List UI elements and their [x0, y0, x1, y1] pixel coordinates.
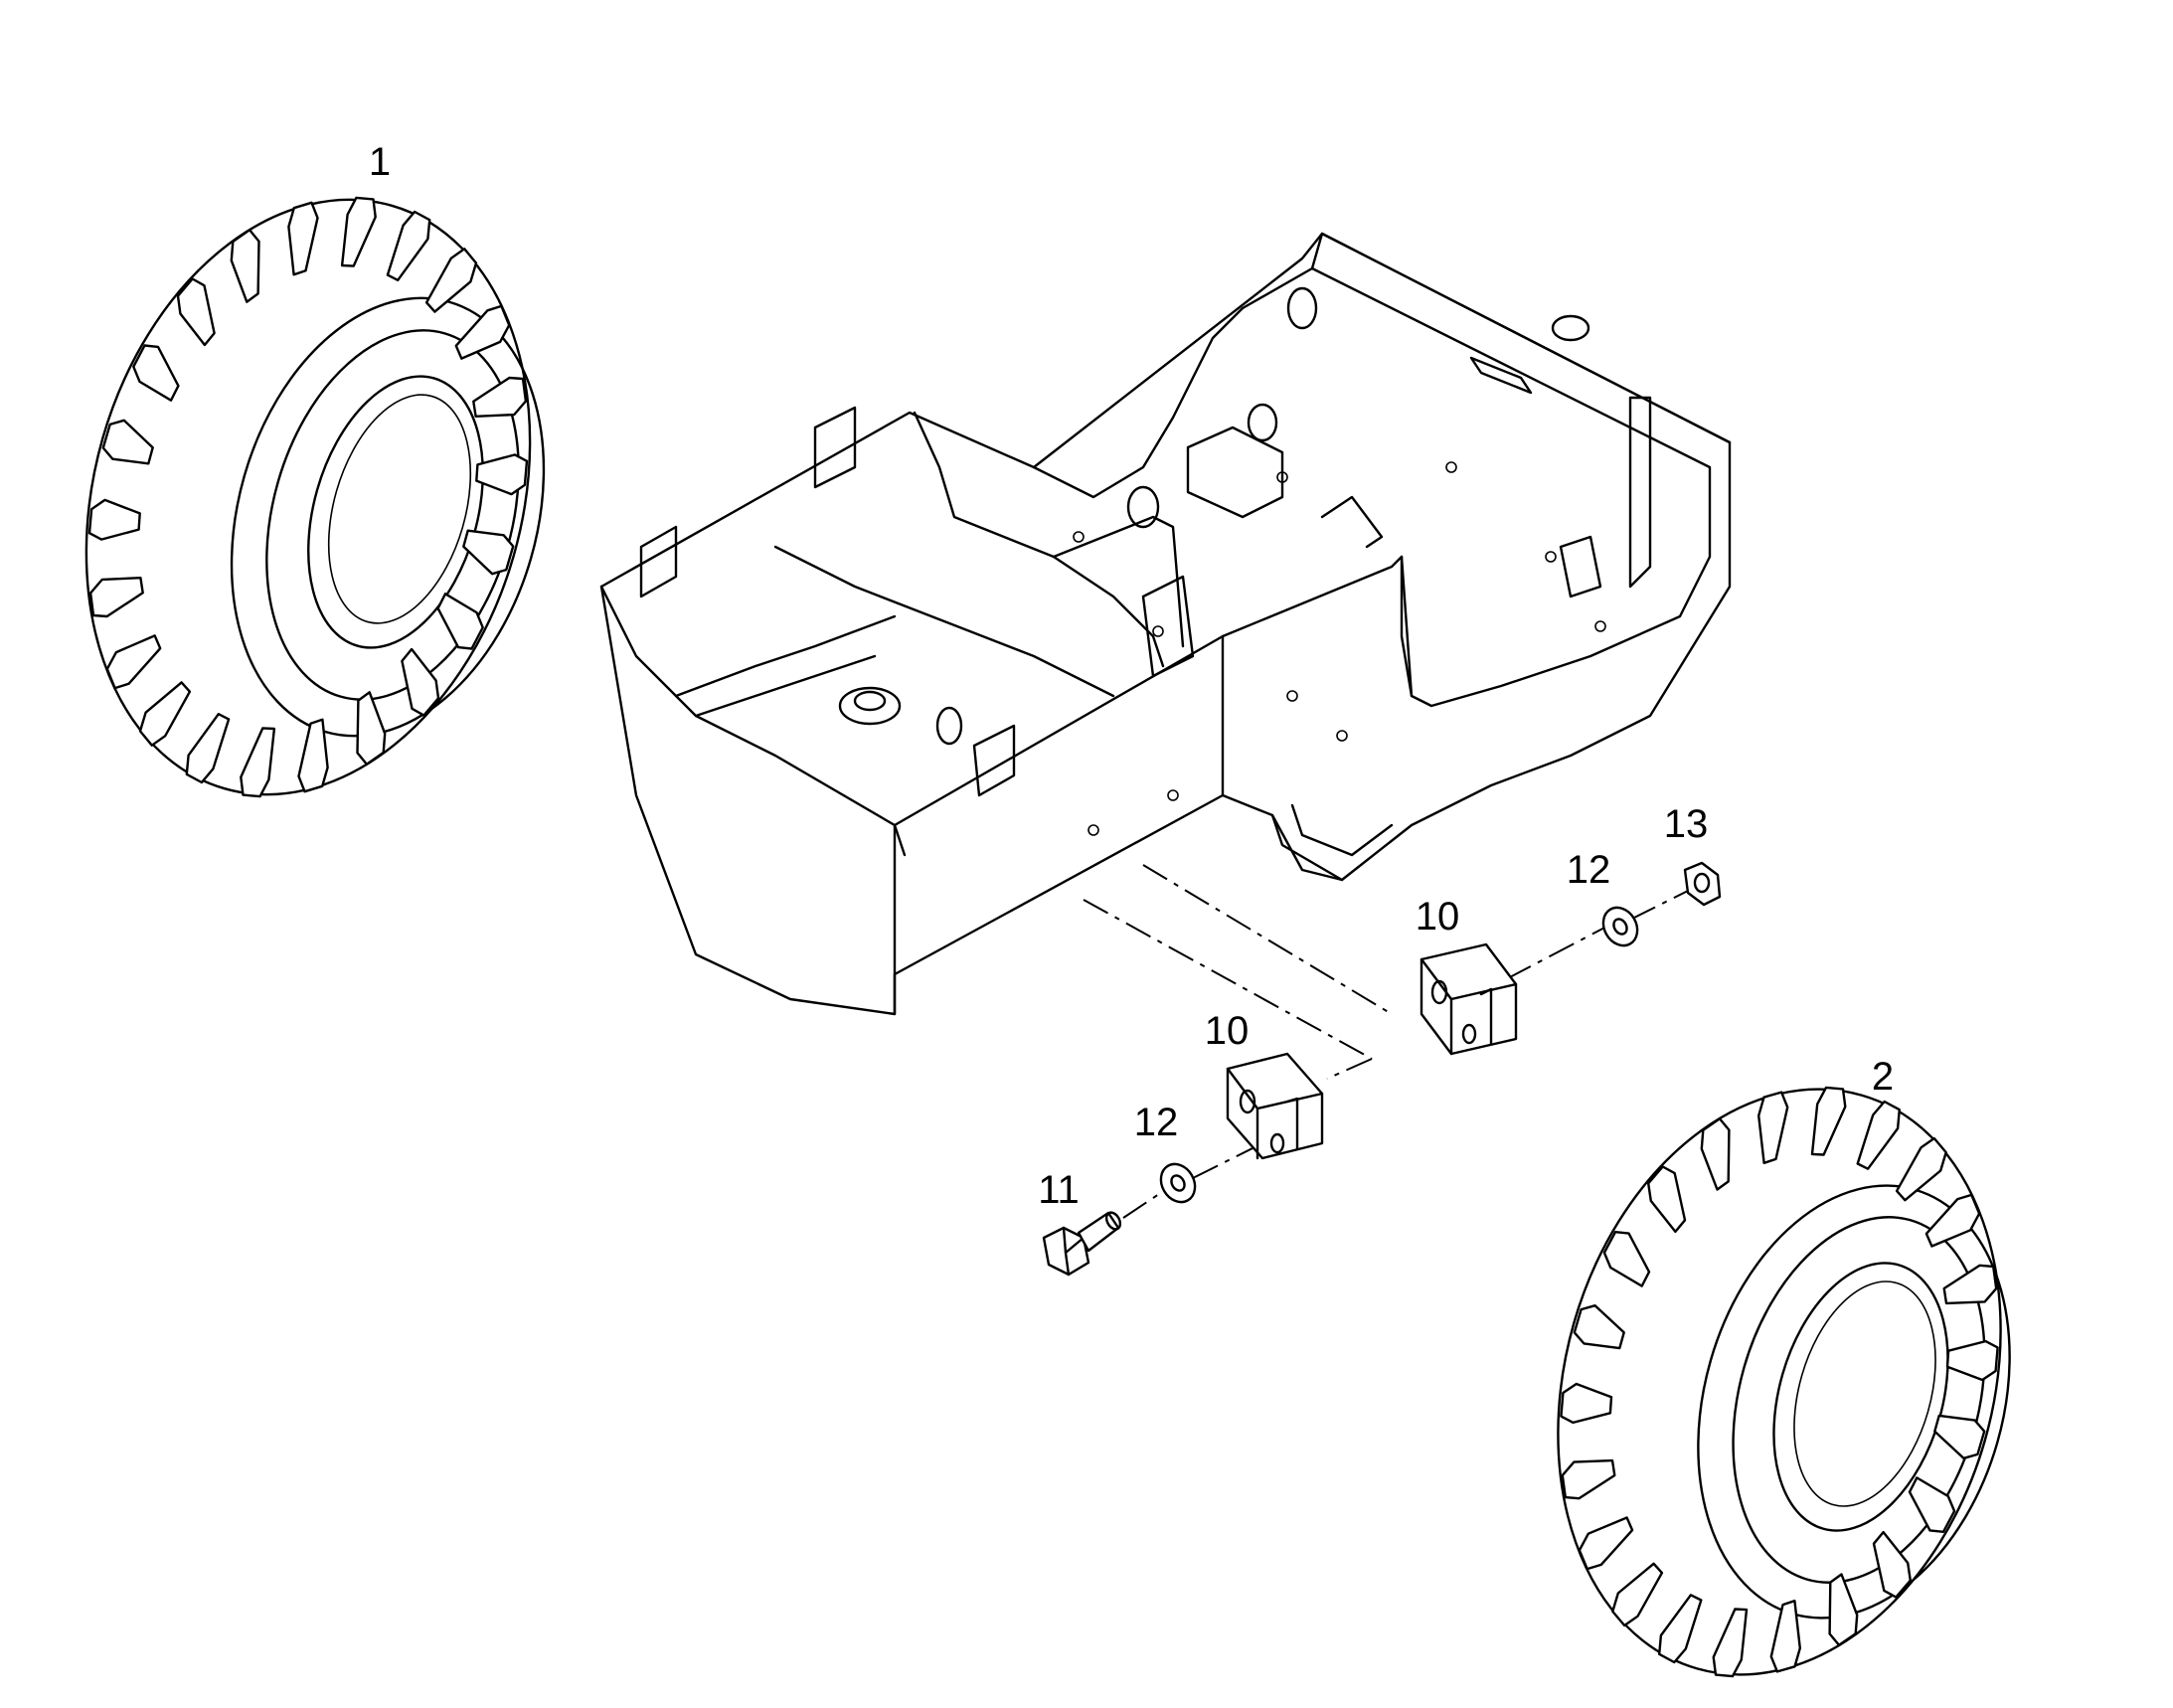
tread-lug [88, 577, 144, 618]
washer-icon-12b[interactable] [1154, 1158, 1202, 1209]
washer-icon-12a[interactable] [1596, 902, 1644, 952]
tread-lug [87, 498, 141, 541]
tread-lug [1712, 1608, 1749, 1678]
tread-lug [297, 718, 329, 793]
tread-lug [1561, 1458, 1616, 1500]
tread-lug [1602, 1230, 1651, 1287]
tread-lug [1657, 1594, 1703, 1664]
assembly-lines [1083, 864, 1691, 1219]
callout-label-12a: 12 [1566, 848, 1611, 892]
tread-lug [138, 681, 192, 747]
tread-lug [176, 277, 216, 347]
tread-lug [340, 196, 377, 267]
tread-lug [1933, 1414, 1986, 1460]
tread-lug [1942, 1264, 1998, 1305]
tread-lug [401, 647, 440, 717]
tread-lug [1895, 1136, 1947, 1202]
callout-label-11: 11 [1038, 1168, 1080, 1212]
tread-lug [424, 248, 478, 313]
nut-icon-13[interactable] [1683, 861, 1722, 907]
tread-lug [1810, 1086, 1847, 1156]
tread-lug [1700, 1117, 1731, 1191]
tire-icon-2[interactable] [1492, 1036, 2068, 1703]
tread-lug [105, 634, 162, 690]
tread-lug [1872, 1530, 1913, 1599]
tread-lug [101, 419, 154, 465]
callout-label-10b: 10 [1204, 1009, 1250, 1053]
callout-label-13: 13 [1663, 802, 1709, 846]
tread-lug [287, 201, 319, 276]
block-icon-10b[interactable] [1226, 1052, 1324, 1160]
callout-label-1: 1 [368, 140, 392, 184]
chassis-frame-icon [599, 232, 1732, 1016]
tread-lug [230, 229, 260, 303]
tread-lug [1560, 1382, 1613, 1425]
tread-lug [1769, 1599, 1802, 1673]
tread-lug [132, 344, 180, 402]
tread-lug [1611, 1562, 1664, 1627]
tread-lug [1646, 1165, 1687, 1234]
callout-label-10a: 10 [1415, 895, 1460, 939]
tread-lug [1945, 1339, 1999, 1382]
callout-label-2: 2 [1871, 1055, 1895, 1099]
tread-lug [436, 593, 484, 650]
tread-lug [1573, 1303, 1625, 1350]
tread-lug [1756, 1091, 1789, 1165]
block-icon-10a[interactable] [1420, 942, 1518, 1056]
tread-lug [1924, 1193, 1981, 1248]
tread-lug [462, 529, 515, 576]
bolt-icon-11[interactable] [1042, 1210, 1123, 1277]
tread-lug [472, 376, 528, 418]
tread-lug [185, 713, 231, 784]
tread-lug [1828, 1573, 1859, 1646]
tread-lug [475, 453, 529, 496]
tread-lug [1856, 1100, 1902, 1170]
tread-lug [454, 304, 511, 360]
tire-icon-1[interactable] [19, 147, 596, 848]
tread-lug [1908, 1476, 1956, 1534]
callout-label-12b: 12 [1133, 1101, 1179, 1144]
tread-lug [240, 727, 276, 798]
tread-lug [356, 691, 387, 766]
tread-lug [386, 210, 431, 281]
tread-lug [1578, 1516, 1634, 1571]
